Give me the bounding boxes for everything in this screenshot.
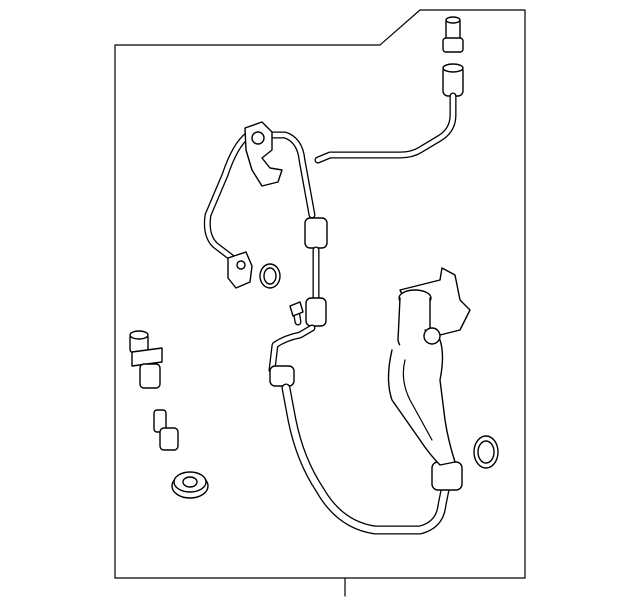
o-ring-lower[interactable] bbox=[473, 435, 499, 469]
service-valve-cap[interactable] bbox=[153, 409, 179, 451]
discharge-hose[interactable] bbox=[268, 301, 463, 535]
pressure-sensor-connector[interactable] bbox=[227, 251, 253, 289]
bracket-clip[interactable] bbox=[244, 121, 283, 187]
diagram-frame bbox=[114, 9, 526, 579]
compressor-manifold[interactable] bbox=[387, 267, 471, 466]
o-ring-upper[interactable] bbox=[259, 263, 281, 289]
liquid-line-tube[interactable] bbox=[203, 63, 464, 327]
tube-fitting-top[interactable] bbox=[442, 16, 464, 53]
grommet-seal[interactable] bbox=[171, 471, 209, 499]
pressure-switch[interactable] bbox=[129, 330, 163, 389]
